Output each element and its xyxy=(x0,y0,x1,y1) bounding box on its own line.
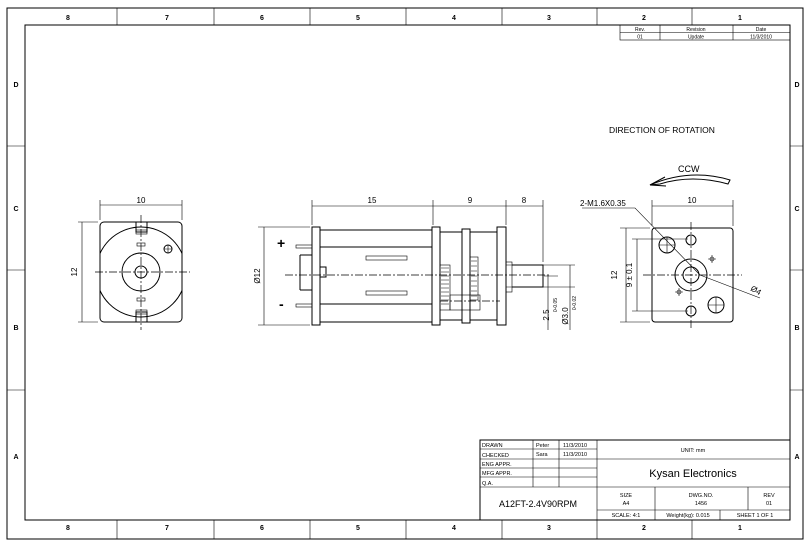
plus-terminal-label: + xyxy=(277,235,285,251)
col-label: 3 xyxy=(547,15,551,22)
row-label: A xyxy=(794,454,799,461)
col-label: 7 xyxy=(165,15,169,22)
rev-value: 01 xyxy=(766,501,772,507)
mfg-appr-label: MFG APPR. xyxy=(482,471,512,477)
outer-frame xyxy=(6,7,804,540)
boss-diameter-dim: Ø4 xyxy=(749,284,763,297)
direction-of-rotation-label: DIRECTION OF ROTATION xyxy=(609,125,715,135)
dwg-no-label: DWG.NO. xyxy=(689,493,714,499)
date-cell: 11/3/2010 xyxy=(750,35,772,41)
unit-label: UNIT: mm xyxy=(681,448,706,454)
ccw-label: CCW xyxy=(678,164,700,174)
shaft-tolerance: 0-0.02 xyxy=(572,296,578,310)
right-width-dim: 10 xyxy=(688,196,697,205)
size-label: SIZE xyxy=(620,493,633,499)
title-block: DRAWN CHECKED ENG APPR. MFG APPR. Q.A. P… xyxy=(479,439,791,521)
row-label: D xyxy=(794,82,799,89)
col-label: 5 xyxy=(356,15,360,22)
front-view xyxy=(582,200,761,330)
shaft-length-dim: 8 xyxy=(522,196,527,205)
row-label: A xyxy=(13,454,18,461)
company-name: Kysan Electronics xyxy=(649,468,737,480)
eng-appr-label: ENG APPR. xyxy=(482,462,512,468)
col-label: 3 xyxy=(547,525,551,532)
col-label: 2 xyxy=(642,15,646,22)
flat-dim: 2.5 xyxy=(542,309,551,321)
left-width-dim: 10 xyxy=(137,196,146,205)
side-view xyxy=(258,200,575,330)
col-label: 2 xyxy=(642,525,646,532)
drawn-date: 11/3/2010 xyxy=(563,443,587,449)
drawn-label: DRAWN xyxy=(482,443,503,449)
row-label: B xyxy=(794,325,799,332)
size-value: A4 xyxy=(623,501,630,507)
col-label: 1 xyxy=(738,525,742,532)
col-label: 8 xyxy=(66,525,70,532)
qa-label: Q.A. xyxy=(482,481,493,487)
row-label: C xyxy=(794,206,799,213)
revision-header: Revision xyxy=(686,27,705,33)
left-height-dim: 12 xyxy=(70,267,79,276)
ccw-arrow-icon xyxy=(649,174,731,187)
col-label: 4 xyxy=(452,15,456,22)
revision-cell: Update xyxy=(688,35,704,41)
col-label: 1 xyxy=(738,15,742,22)
scale-value: SCALE: 4:1 xyxy=(612,513,641,519)
gearbox-length-dim: 9 xyxy=(468,196,473,205)
col-label: 6 xyxy=(260,15,264,22)
checked-by: Sara xyxy=(536,452,549,458)
thread-callout: 2-M1.6X0.35 xyxy=(580,199,626,208)
weight-value: Weight(kg): 0.015 xyxy=(666,513,709,519)
rev-cell: 01 xyxy=(637,35,643,41)
body-diameter-dim: Ø12 xyxy=(253,268,262,284)
part-name: A12FT-2.4V90RPM xyxy=(499,499,577,509)
checked-label: CHECKED xyxy=(482,453,509,459)
inner-frame xyxy=(24,24,791,521)
minus-terminal-label: - xyxy=(279,296,284,312)
col-label: 7 xyxy=(165,525,169,532)
col-label: 5 xyxy=(356,525,360,532)
flat-tolerance: 0-0.05 xyxy=(553,298,559,312)
rev-label: REV xyxy=(763,493,775,499)
right-height-dim: 12 xyxy=(610,270,619,279)
hole-spacing-dim: 9 ± 0.1 xyxy=(625,262,634,287)
row-label: C xyxy=(13,206,18,213)
row-label: B xyxy=(13,325,18,332)
row-label: D xyxy=(13,82,18,89)
rear-view xyxy=(78,200,190,330)
drawn-by: Peter xyxy=(536,443,549,449)
checked-date: 11/3/2010 xyxy=(563,452,587,458)
col-label: 6 xyxy=(260,525,264,532)
revision-table: Rev. Revision Date 01 Update 11/3/2010 xyxy=(619,24,791,41)
dwg-no-value: 1456 xyxy=(695,501,707,507)
shaft-diameter-dim: Ø3.0 xyxy=(561,307,570,325)
date-header: Date xyxy=(756,27,767,33)
motor-length-dim: 15 xyxy=(368,196,377,205)
sheet-value: SHEET 1 OF 1 xyxy=(737,513,774,519)
col-label: 4 xyxy=(452,525,456,532)
col-label: 8 xyxy=(66,15,70,22)
zone-dividers xyxy=(7,8,803,539)
rev-header: Rev. xyxy=(635,27,645,33)
